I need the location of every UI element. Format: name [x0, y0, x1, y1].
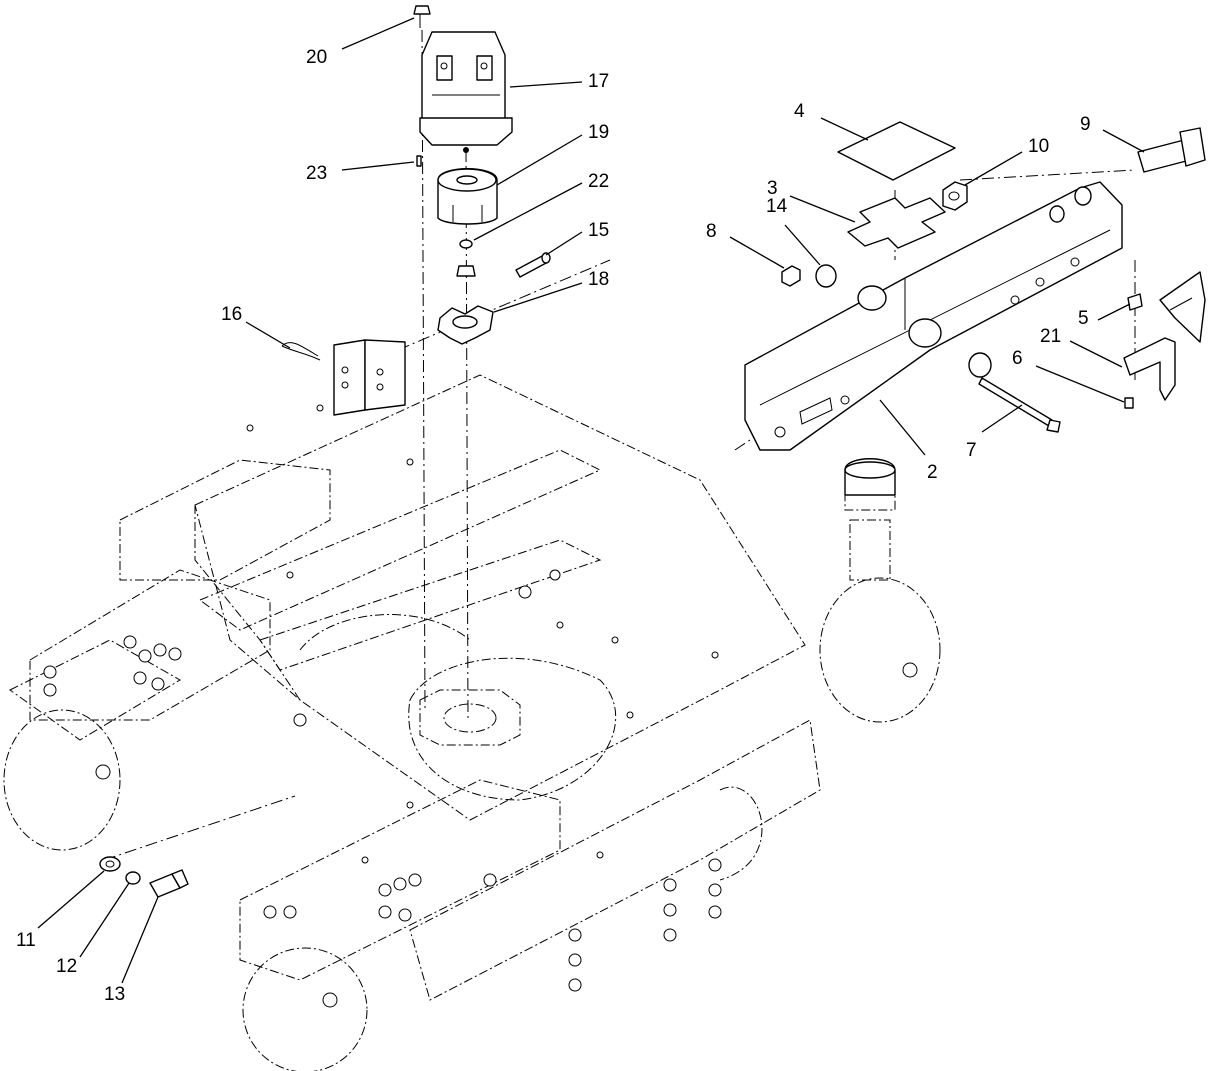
callout-13: 13 [104, 984, 125, 1005]
retaining-ring-14 [815, 264, 837, 288]
callout-2: 2 [927, 462, 938, 483]
callout-8: 8 [706, 221, 717, 242]
washer-11 [99, 856, 121, 872]
assembly-axes [103, 29, 1136, 861]
callout-5: 5 [1078, 308, 1089, 329]
callout-labels: 20 17 19 23 22 15 18 16 4 9 10 3 14 8 5 … [16, 47, 1091, 1005]
callout-14: 14 [766, 196, 788, 217]
callout-11: 11 [16, 930, 36, 951]
mower-deck-ghost [3, 374, 941, 1071]
pad-4 [837, 121, 956, 181]
nut-10 [942, 181, 968, 211]
callout-16: 16 [221, 304, 242, 325]
pin-15 [515, 252, 551, 278]
callout-3: 3 [767, 178, 778, 199]
callout-10: 10 [1028, 136, 1049, 157]
bolt-7 [978, 377, 1061, 433]
bolt-9 [1137, 127, 1206, 173]
nut-8 [781, 265, 801, 287]
callout-15: 15 [588, 220, 609, 241]
callout-7: 7 [966, 440, 977, 461]
handle-5 [1127, 271, 1206, 343]
retaining-ring [968, 352, 992, 378]
bracket-21 [1123, 337, 1176, 401]
callout-18: 18 [588, 269, 609, 290]
hairpin-16 [281, 342, 321, 361]
callout-22: 22 [588, 171, 609, 192]
spider-coupling-18 [437, 305, 494, 345]
screw-6 [1124, 397, 1134, 409]
callout-23: 23 [306, 163, 327, 184]
caster-knob [844, 458, 896, 496]
callout-19: 19 [588, 122, 609, 143]
hydraulic-motor [419, 31, 513, 153]
nut [456, 265, 476, 277]
bolt-13 [149, 869, 189, 898]
callout-17: 17 [588, 71, 609, 92]
lift-arm-2 [744, 181, 1123, 451]
callout-4: 4 [794, 101, 805, 122]
callout-9: 9 [1080, 114, 1091, 135]
washer-22 [459, 239, 473, 249]
callout-6: 6 [1012, 348, 1023, 369]
callout-20: 20 [306, 47, 327, 68]
coupler-19 [437, 168, 498, 225]
leader-lines [37, 17, 1145, 984]
callout-21: 21 [1040, 326, 1061, 347]
mount-bracket [333, 339, 406, 416]
pad-3 [847, 197, 946, 249]
callout-12: 12 [56, 956, 77, 977]
key-23 [416, 155, 422, 167]
bolt-20 [413, 5, 431, 28]
lockwasher-12 [125, 871, 141, 885]
